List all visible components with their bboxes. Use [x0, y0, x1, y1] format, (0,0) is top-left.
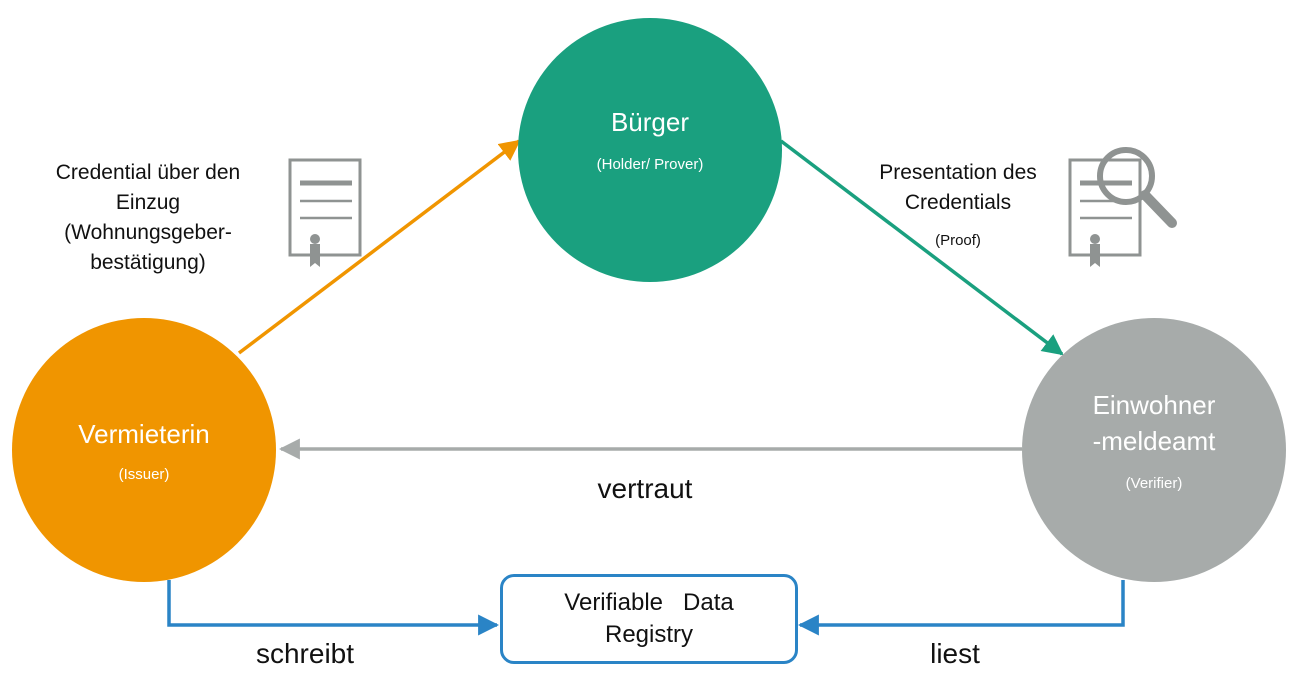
verifier-role: (Verifier) — [1125, 475, 1183, 492]
verifiable-data-registry-box: Verifiable Data Registry — [500, 574, 798, 664]
certificate-search-icon — [1068, 147, 1177, 267]
trust-label: vertraut — [597, 473, 693, 504]
issuance-arrow — [237, 139, 521, 355]
holder-node: Bürger (Holder/ Prover) — [518, 18, 782, 282]
write-arrow — [167, 580, 500, 636]
holder-role: (Holder/ Prover) — [596, 156, 704, 173]
holder-title: Bürger — [610, 107, 690, 137]
issuer-title: Vermieterin — [78, 419, 210, 449]
presentation-arrow — [779, 139, 1064, 356]
certificate-icon — [288, 158, 362, 267]
registry-label: Verifiable Data Registry — [564, 589, 734, 648]
read-label: liest — [930, 638, 980, 669]
write-label: schreibt — [255, 638, 355, 669]
verifier-title: Einwohner -meldeamt — [1092, 390, 1216, 456]
verifier-node: Einwohner -meldeamt (Verifier) — [1022, 318, 1286, 582]
credential-label: Credential über den Einzug (Wohnungsgebe… — [55, 161, 241, 274]
issuer-node: Vermieterin (Issuer) — [12, 318, 276, 582]
read-arrow — [797, 580, 1125, 636]
proof-label: (Proof) — [935, 232, 981, 249]
presentation-label: Presentation des Credentials — [879, 161, 1037, 214]
issuer-role: (Issuer) — [118, 466, 170, 483]
